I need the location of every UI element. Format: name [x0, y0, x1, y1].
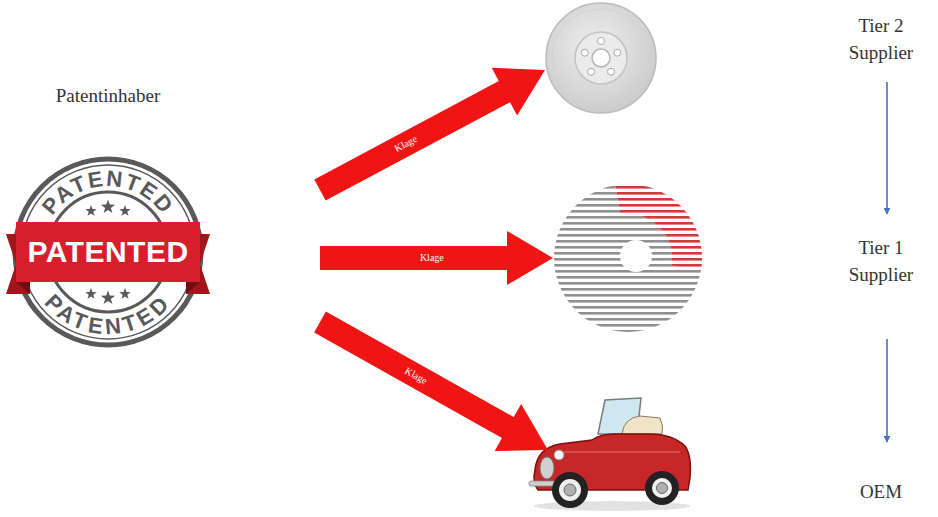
wheel-whitewall [559, 479, 581, 501]
wheel-hub [564, 484, 576, 496]
brake-disc [546, 3, 656, 113]
edge-label: Klage [391, 133, 419, 156]
holder-heading: Patentinhaber [8, 82, 208, 109]
bolt-hole [581, 49, 588, 56]
stamp-star [85, 205, 96, 216]
car-seat [622, 416, 663, 434]
lawsuit-arrow [320, 231, 553, 285]
stamp-star [101, 291, 115, 305]
stamp-star [119, 288, 130, 299]
wheel-whitewall [652, 478, 672, 498]
assembly-hub-hole [620, 240, 652, 272]
ribbon-fold [16, 282, 30, 294]
supply-arrow [886, 82, 888, 214]
supply-arrow [886, 339, 888, 442]
patent-stamp: PATENTEDPATENTED [6, 159, 210, 345]
edge-label: Klage [402, 364, 430, 387]
stamp-outer-ring [15, 159, 201, 345]
grille [540, 457, 554, 479]
bolt-hole [588, 68, 595, 75]
car [529, 398, 690, 511]
tier-label: Tier 1 Supplier [838, 234, 924, 288]
wheel-tire [645, 471, 679, 505]
ribbon-band [16, 222, 200, 282]
supply-tier: Tier 1 Supplier [553, 234, 930, 329]
tier-label: OEM [838, 478, 924, 505]
disc-rim [552, 9, 650, 107]
stamp-arc-text: PATENTED [40, 289, 176, 339]
body-highlight [560, 451, 680, 453]
disc-face [546, 3, 656, 113]
stamp-star [101, 200, 115, 214]
disc-hub [575, 32, 627, 84]
patent-holder: Patentinhaber [8, 82, 320, 352]
bolt-hole [598, 38, 605, 45]
stamp-arc-text: PATENTED [37, 166, 179, 220]
stamp-star [119, 205, 130, 216]
wheel-tire [552, 472, 588, 508]
brake-assembly [554, 184, 702, 332]
stamp-banner-text: PATENTED [16, 222, 200, 282]
bolt-hole [614, 49, 621, 56]
disc-center-hole [592, 49, 610, 67]
tier-label: Tier 2 Supplier [838, 12, 924, 66]
bolt-hole [608, 68, 615, 75]
edge-label: Klage [419, 252, 445, 264]
assembly-disc [554, 184, 702, 332]
lawsuit-arrow [314, 68, 545, 201]
lawsuit-arrow [314, 312, 548, 451]
ribbon-fold [186, 282, 200, 294]
wheel-hub [657, 483, 668, 494]
supply-tier: OEM [548, 450, 930, 505]
stamp-star [85, 288, 96, 299]
headlight [554, 450, 564, 460]
supply-tier: Tier 2 Supplier [545, 12, 930, 72]
